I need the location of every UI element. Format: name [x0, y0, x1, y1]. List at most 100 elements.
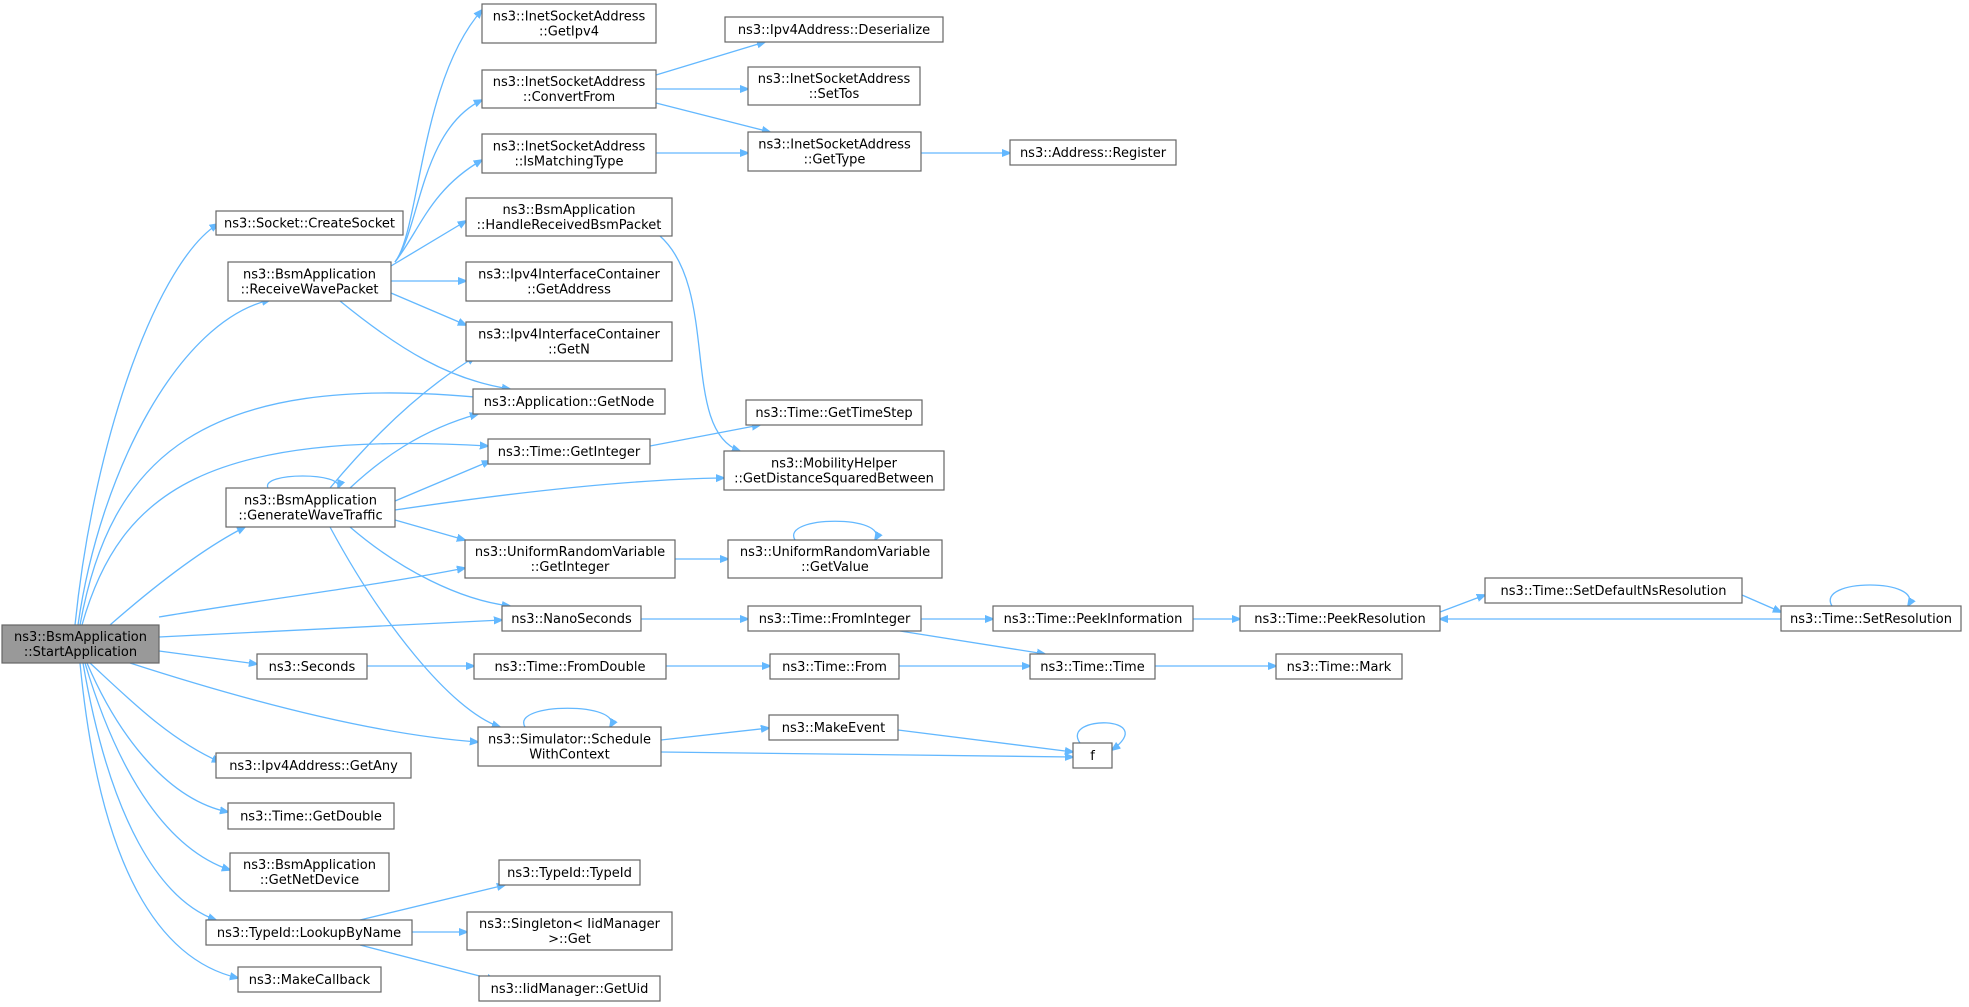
function-node-getTimeStep[interactable]: ns3::Time::GetTimeStep [745, 399, 923, 426]
function-node-getUid[interactable]: ns3::IidManager::GetUid [478, 975, 661, 1002]
node-label: ::HandleReceivedBsmPacket [477, 218, 662, 233]
node-label: ns3::Socket::CreateSocket [224, 217, 395, 232]
node-box [769, 653, 900, 680]
function-node-makeEvent[interactable]: ns3::MakeEvent [768, 714, 899, 741]
call-edge [129, 662, 478, 742]
call-edge [81, 443, 488, 626]
function-node-singletonGet[interactable]: ns3::Singleton< IidManager>::Get [466, 911, 673, 951]
call-edge [329, 357, 475, 489]
node-label: ns3::Ipv4InterfaceContainer [478, 328, 660, 343]
call-edge [390, 221, 466, 267]
call-edge [359, 885, 505, 921]
node-box [465, 261, 673, 302]
function-node-getDist[interactable]: ns3::MobilityHelper::GetDistanceSquaredB… [723, 450, 945, 491]
function-node-deserialize[interactable]: ns3::Ipv4Address::Deserialize [724, 16, 944, 43]
function-node-urvGetValue[interactable]: ns3::UniformRandomVariable::GetValue [727, 539, 943, 579]
node-label: ns3::NanoSeconds [511, 612, 632, 627]
function-node-addrRegister[interactable]: ns3::Address::Register [1009, 139, 1177, 166]
edge-path-root-to-timeGetInteger [81, 443, 488, 626]
function-node-nanoSeconds[interactable]: ns3::NanoSeconds [501, 605, 642, 632]
call-edge [74, 224, 218, 626]
function-node-seconds[interactable]: ns3::Seconds [256, 653, 368, 680]
function-node-getNetDevice[interactable]: ns3::BsmApplication::GetNetDevice [229, 852, 390, 892]
call-edge [899, 630, 1045, 654]
function-node-setResolution[interactable]: ns3::Time::SetResolution [1780, 605, 1962, 632]
function-node-isMatching[interactable]: ns3::InetSocketAddress::IsMatchingType [481, 133, 657, 174]
node-box [477, 726, 662, 767]
edge-path-setResolution-to-setResolution [1829, 584, 1910, 606]
node-label: ::GetN [548, 343, 590, 358]
edge-path-root-to-generateWave [109, 527, 245, 626]
function-node-peekInfo[interactable]: ns3::Time::PeekInformation [992, 605, 1194, 632]
function-node-getType[interactable]: ns3::InetSocketAddress::GetType [747, 131, 922, 172]
function-node-handleBsm[interactable]: ns3::BsmApplication::HandleReceivedBsmPa… [465, 197, 673, 237]
node-layer: ns3::BsmApplication::StartApplicationns3… [1, 3, 1962, 1002]
node-label: ns3::Time::GetDouble [240, 810, 382, 825]
edge-path-timeGetInteger-to-getTimeStep [649, 425, 760, 447]
function-node-setDefaultNs[interactable]: ns3::Time::SetDefaultNsResolution [1484, 577, 1743, 604]
node-label: ::ConvertFrom [523, 90, 615, 105]
function-node-getIpv4[interactable]: ns3::InetSocketAddress::GetIpv4 [481, 3, 657, 44]
edge-path-f-to-f [1076, 722, 1126, 750]
function-node-makeCallback[interactable]: ns3::MakeCallback [237, 966, 382, 993]
function-node-root[interactable]: ns3::BsmApplication::StartApplication [1, 624, 160, 664]
function-node-timeTime[interactable]: ns3::Time::Time [1029, 653, 1156, 680]
function-node-fromDouble[interactable]: ns3::Time::FromDouble [473, 653, 667, 680]
function-node-peekRes[interactable]: ns3::Time::PeekResolution [1239, 605, 1441, 632]
function-node-ipv4GetAddress[interactable]: ns3::Ipv4InterfaceContainer::GetAddress [465, 261, 673, 302]
node-label: ns3::MakeCallback [249, 973, 371, 988]
edge-path-lookupByName-to-getUid [359, 944, 495, 980]
edge-path-schedule-to-f [660, 751, 1073, 757]
call-edge [86, 662, 228, 812]
function-node-generateWave[interactable]: ns3::BsmApplication::GenerateWaveTraffic [225, 487, 396, 528]
node-box [464, 539, 676, 579]
edge-path-receiveWave-to-isMatching [394, 160, 482, 263]
node-label: ns3::MakeEvent [782, 721, 886, 736]
node-box [481, 3, 657, 44]
function-node-ipv4GetN[interactable]: ns3::Ipv4InterfaceContainer::GetN [465, 321, 673, 362]
node-box [992, 605, 1194, 632]
node-label: ns3::Ipv4Address::GetAny [229, 759, 398, 774]
node-label: ::GetInteger [531, 560, 610, 575]
function-node-timeGetInteger[interactable]: ns3::Time::GetInteger [487, 438, 651, 465]
node-box [501, 605, 642, 632]
node-box [225, 487, 396, 528]
edge-path-generateWave-to-generateWave [267, 475, 338, 488]
function-node-fromInteger[interactable]: ns3::Time::FromInteger [747, 605, 922, 632]
node-label: ::ReceiveWavePacket [241, 283, 379, 298]
function-node-typeIdTypeId[interactable]: ns3::TypeId::TypeId [498, 859, 641, 886]
node-box [227, 802, 395, 830]
call-edge [267, 475, 338, 488]
node-label: ns3::BsmApplication [243, 858, 376, 873]
function-node-getAny[interactable]: ns3::Ipv4Address::GetAny [215, 752, 412, 779]
edge-path-receiveWave-to-getNode [339, 300, 510, 389]
node-box [481, 133, 657, 174]
edge-path-generateWave-to-schedule [329, 526, 500, 727]
call-edge [82, 662, 216, 920]
node-box [768, 714, 899, 741]
call-edge [359, 944, 495, 980]
edge-path-receiveWave-to-getIpv4 [394, 10, 482, 263]
node-box [229, 852, 390, 892]
node-label: ns3::BsmApplication [243, 268, 376, 283]
function-node-lookupByName[interactable]: ns3::TypeId::LookupByName [205, 919, 413, 946]
function-node-timeMark[interactable]: ns3::Time::Mark [1275, 653, 1403, 680]
function-node-timeFrom[interactable]: ns3::Time::From [769, 653, 900, 680]
function-node-convertFrom[interactable]: ns3::InetSocketAddress::ConvertFrom [481, 69, 657, 109]
function-node-getNode[interactable]: ns3::Application::GetNode [472, 388, 666, 415]
node-box [215, 210, 404, 236]
node-label: ns3::InetSocketAddress [493, 140, 646, 155]
function-node-f[interactable]: f [1072, 742, 1113, 769]
node-label: ns3::Time::Mark [1287, 660, 1392, 675]
node-box [466, 911, 673, 951]
node-label: ::SetTos [809, 87, 860, 102]
function-node-setTos[interactable]: ns3::InetSocketAddress::SetTos [747, 66, 921, 106]
function-node-getDouble[interactable]: ns3::Time::GetDouble [227, 802, 395, 830]
function-node-urvGetInteger[interactable]: ns3::UniformRandomVariable::GetInteger [464, 539, 676, 579]
function-node-receiveWave[interactable]: ns3::BsmApplication::ReceiveWavePacket [227, 261, 392, 302]
function-node-createSocket[interactable]: ns3::Socket::CreateSocket [215, 210, 404, 236]
node-label: ns3::Time::Time [1040, 660, 1144, 675]
call-edge [394, 461, 490, 502]
node-box [465, 321, 673, 362]
